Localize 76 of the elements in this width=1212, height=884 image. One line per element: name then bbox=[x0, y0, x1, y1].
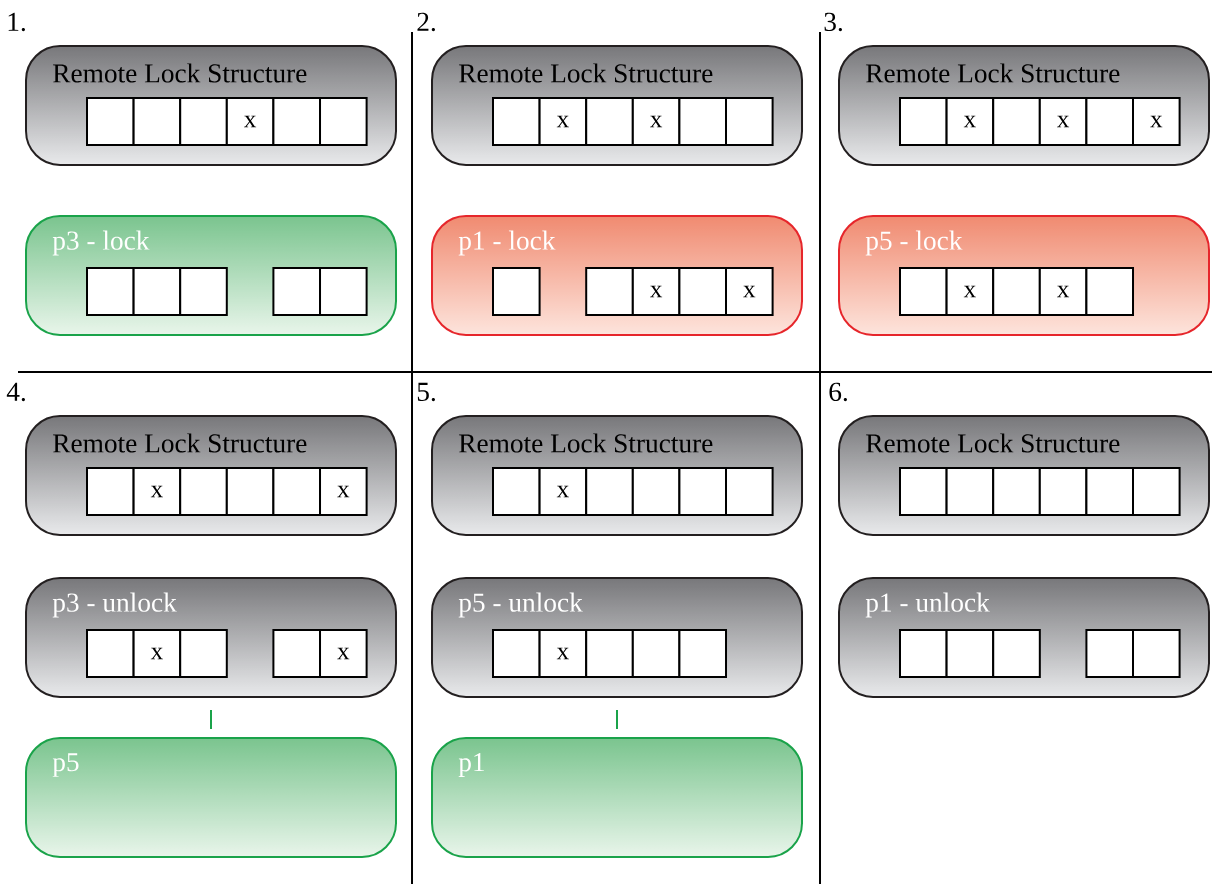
slot-cell: x bbox=[1038, 267, 1088, 316]
slot-cell: x bbox=[945, 97, 995, 146]
slot-cell: x bbox=[225, 97, 275, 146]
slot-cell: x bbox=[538, 629, 588, 678]
slot-cell: x bbox=[538, 97, 588, 146]
slot-cell bbox=[86, 267, 135, 316]
slot-cell bbox=[899, 629, 948, 678]
slot-cell: x bbox=[132, 467, 182, 516]
slot-cell: x bbox=[1132, 97, 1181, 146]
slot-cell bbox=[678, 267, 727, 316]
slot-cell bbox=[899, 267, 948, 316]
slot-cell bbox=[585, 97, 634, 146]
slot-cell bbox=[272, 97, 321, 146]
slot-cell bbox=[678, 97, 727, 146]
slot-cell bbox=[992, 97, 1041, 146]
slot-cell bbox=[225, 467, 275, 516]
slot-cell: x bbox=[631, 267, 681, 316]
slot-cell bbox=[1085, 629, 1134, 678]
slot-cell bbox=[585, 467, 634, 516]
slot-cell bbox=[992, 467, 1041, 516]
slot-cell bbox=[492, 467, 541, 516]
slot-cell bbox=[492, 629, 541, 678]
slot-cell bbox=[899, 97, 948, 146]
slot-cell: x bbox=[319, 629, 368, 678]
slot-cell bbox=[179, 97, 228, 146]
slot-cell bbox=[1038, 467, 1088, 516]
slot-cell bbox=[631, 467, 681, 516]
connector-line bbox=[210, 709, 212, 730]
slot-cell bbox=[585, 629, 634, 678]
slot-cell: x bbox=[538, 467, 588, 516]
slot-cell bbox=[678, 629, 727, 678]
slot-cell bbox=[945, 467, 995, 516]
slot-cell bbox=[1085, 267, 1134, 316]
slot-cell bbox=[992, 629, 1041, 678]
slot-cell bbox=[179, 267, 228, 316]
slot-cell bbox=[179, 629, 228, 678]
slot-cell: x bbox=[1038, 97, 1088, 146]
slot-cell: x bbox=[725, 267, 774, 316]
slot-cell bbox=[725, 97, 774, 146]
panel-number: 2. bbox=[417, 12, 435, 32]
slot-cell bbox=[86, 97, 135, 146]
slot-cell bbox=[1085, 467, 1134, 516]
slot-cell bbox=[945, 629, 995, 678]
process-box: p5 bbox=[25, 737, 397, 858]
connector-line bbox=[616, 709, 618, 730]
slot-cell: x bbox=[945, 267, 995, 316]
slot-cell bbox=[585, 267, 634, 316]
panel-number: 6. bbox=[829, 382, 847, 402]
panel-number: 3. bbox=[824, 12, 842, 32]
slot-cell bbox=[1132, 629, 1181, 678]
slot-cell: x bbox=[132, 629, 182, 678]
slot-cell bbox=[492, 267, 541, 316]
slot-cell bbox=[86, 467, 135, 516]
slot-cell bbox=[132, 97, 182, 146]
slot-cell: x bbox=[631, 97, 681, 146]
slot-cell bbox=[631, 629, 681, 678]
slot-cell bbox=[272, 267, 321, 316]
panel-number: 5. bbox=[417, 382, 435, 402]
slot-cell bbox=[1132, 467, 1181, 516]
slot-cell: x bbox=[319, 467, 368, 516]
slot-cell bbox=[132, 267, 182, 316]
slot-cell bbox=[319, 267, 368, 316]
slot-cell bbox=[1085, 97, 1134, 146]
slot-cell bbox=[179, 467, 228, 516]
slot-cell bbox=[319, 97, 368, 146]
slot-cell bbox=[725, 467, 774, 516]
slot-cell bbox=[992, 267, 1041, 316]
slot-cell bbox=[86, 629, 135, 678]
panel-number: 4. bbox=[6, 382, 25, 402]
slot-cell bbox=[678, 467, 727, 516]
slot-cell bbox=[492, 97, 541, 146]
slot-cell bbox=[272, 467, 321, 516]
slot-cell bbox=[899, 467, 948, 516]
process-box: p1 bbox=[431, 737, 803, 858]
slot-cell bbox=[272, 629, 321, 678]
panel-number: 1. bbox=[8, 12, 25, 32]
